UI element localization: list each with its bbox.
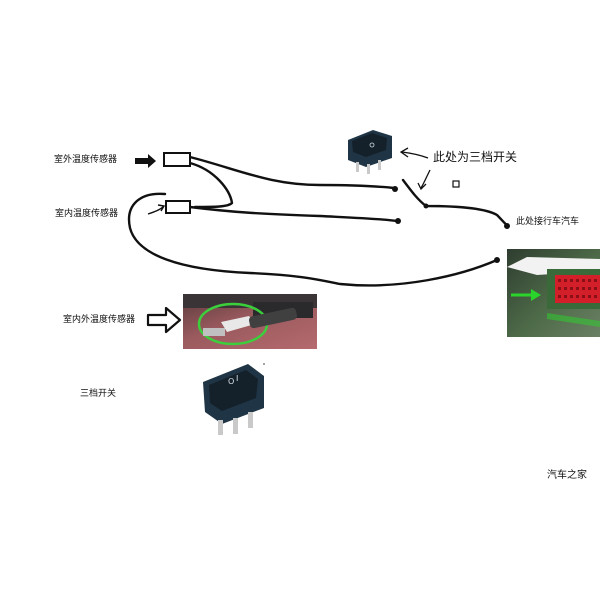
thin-arrow-icon: [147, 204, 166, 215]
sensor-photo: [183, 294, 317, 349]
wiring: [127, 155, 510, 287]
terminals: [392, 186, 510, 263]
hand-drawn-arrow-icon: [399, 147, 431, 191]
wire-outdoor-lower: [188, 161, 234, 209]
switch-note-label: 此处为三档开关: [433, 150, 518, 164]
svg-text:I: I: [236, 374, 238, 383]
connector-photo: [507, 249, 600, 337]
small-square-marker: [452, 180, 460, 188]
outdoor-sensor-box: [163, 152, 191, 167]
three-position-switch-label: 三档开关: [80, 389, 117, 399]
terminal-dot: [392, 186, 398, 192]
indoor-outdoor-sensor-label: 室内外温度传感器: [63, 315, 136, 325]
wire-big-loop: [127, 192, 499, 287]
rocker-switch-icon: O I: [203, 363, 265, 435]
outdoor-sensor-label: 室外温度传感器: [54, 155, 118, 165]
wire-indoor-right: [188, 205, 399, 223]
terminal-dot: [423, 203, 429, 209]
svg-text:O: O: [228, 377, 234, 386]
wire-switch-out: [401, 178, 510, 228]
outline-arrow-right-icon: [146, 306, 182, 334]
rocker-switch-icon: [348, 130, 392, 174]
terminal-dot: [494, 257, 500, 263]
filled-arrow-right-icon: [135, 154, 156, 168]
watermark: 汽车之家: [547, 470, 587, 481]
sensor-photo-art: [183, 294, 317, 346]
terminal-dot: [395, 218, 401, 224]
indoor-sensor-box: [165, 200, 191, 214]
connector-photo-art: [507, 257, 600, 327]
wire-outdoor-top: [188, 155, 396, 190]
recorder-note-label: 此处接行车汽车: [516, 217, 580, 227]
terminal-dot: [504, 223, 510, 229]
indoor-sensor-label: 室内温度传感器: [55, 209, 119, 219]
